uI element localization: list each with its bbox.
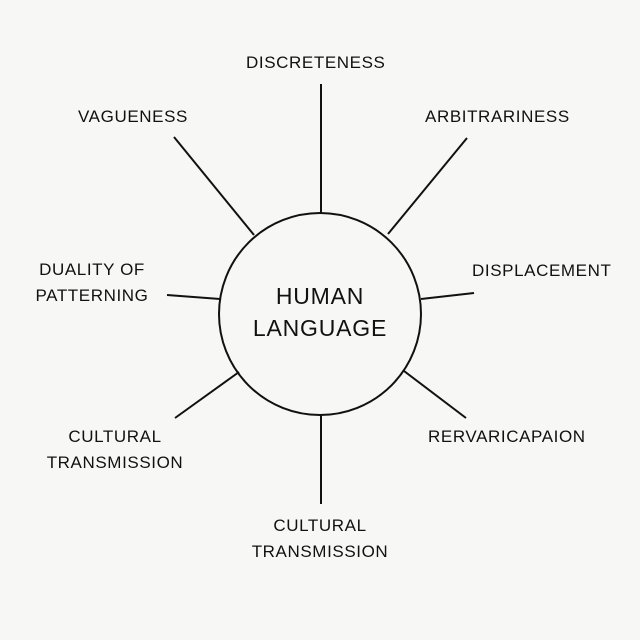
label-cultural-left-line2: TRANSMISSION xyxy=(46,453,184,472)
label-cultural-bottom-line1: CULTURAL xyxy=(273,516,367,535)
label-cultural-left-line1: CULTURAL xyxy=(68,427,162,446)
label-discreteness: DISCRETENESS xyxy=(246,53,386,72)
label-cultural-transmission-bottom: CULTURAL TRANSMISSION xyxy=(244,513,396,565)
center-title-line2: LANGUAGE xyxy=(252,315,388,341)
label-cultural-bottom-line2: TRANSMISSION xyxy=(251,542,389,561)
center-title: HUMAN LANGUAGE xyxy=(220,280,420,344)
label-duality-of-patterning: DUALITY OF PATTERNING xyxy=(24,257,160,309)
label-arbitrariness: ARBITRARINESS xyxy=(425,107,570,126)
label-rervaricapaion: RERVARICAPAION xyxy=(428,427,586,446)
label-vagueness: VAGUENESS xyxy=(78,107,188,126)
spoke-cultural-left xyxy=(174,371,240,419)
label-displacement: DISPLACEMENT xyxy=(472,261,612,280)
spoke-vagueness xyxy=(173,136,255,236)
spoke-duality xyxy=(166,294,221,300)
spoke-rervaricapaion xyxy=(403,370,467,419)
label-cultural-transmission-left: CULTURAL TRANSMISSION xyxy=(39,424,191,476)
center-title-line1: HUMAN xyxy=(275,283,365,309)
spoke-displacement xyxy=(420,292,475,300)
label-duality-line1: DUALITY OF xyxy=(39,260,145,279)
spoke-arbitrariness xyxy=(387,137,468,235)
label-duality-line2: PATTERNING xyxy=(35,286,149,305)
